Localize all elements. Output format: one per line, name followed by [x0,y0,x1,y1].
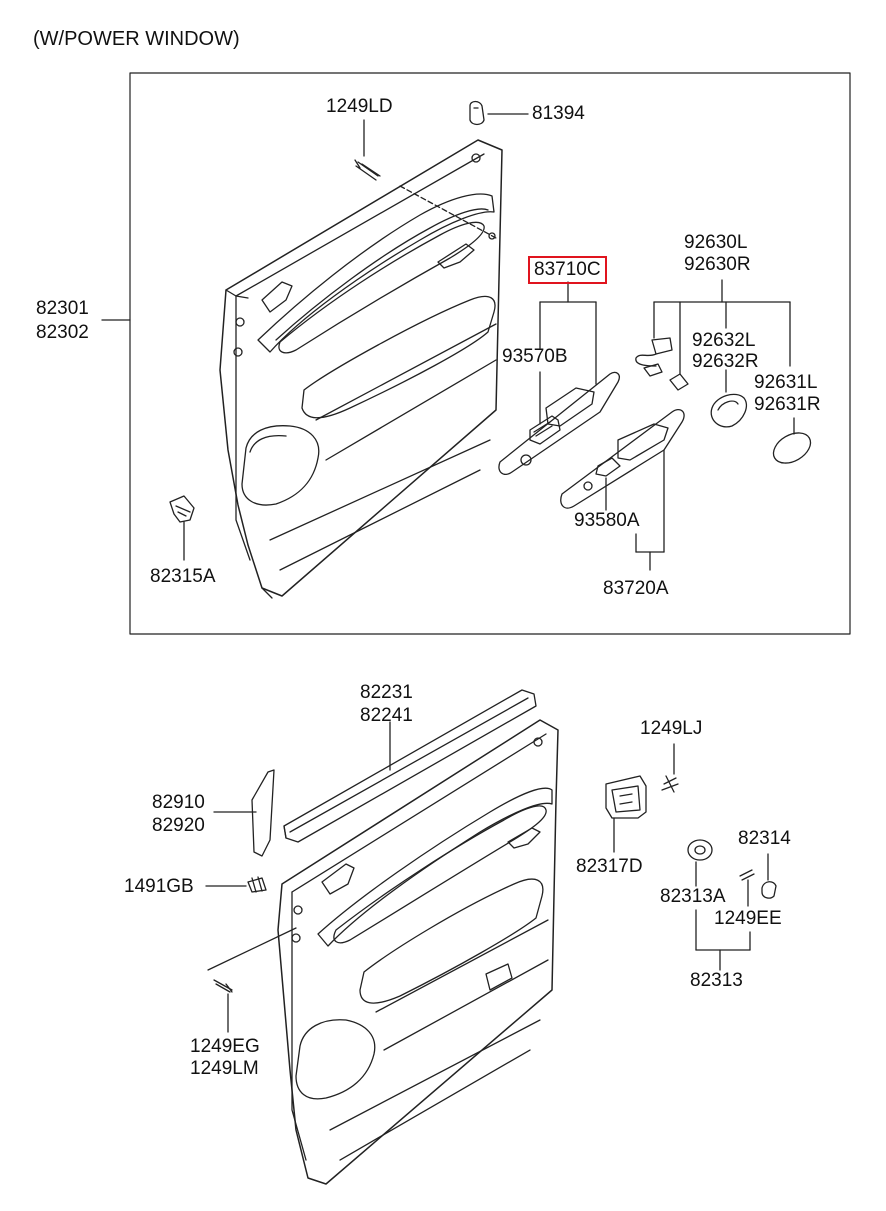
label-1249EE: 1249EE [714,908,782,929]
label-1491GB: 1491GB [124,876,194,897]
switch-bezel-93580A [560,408,685,571]
screw-1249EG [207,927,297,1033]
wire-harness-92630 [635,337,689,391]
label-92631L: 92631L [754,372,818,393]
label-93580A: 93580A [574,510,640,531]
bracket-83710C [539,281,597,425]
label-82920: 82920 [152,815,205,836]
bracket-82317D [605,775,647,853]
diagram-title: (W/POWER WINDOW) [33,28,240,50]
label-92632R: 92632R [692,351,759,372]
door-trim-panel-upper [219,139,503,599]
upper-section-frame [129,72,851,635]
switch-bezel-93570B [498,371,620,476]
lens-92631 [772,417,812,464]
label-83710C: 83710C [528,256,607,284]
weatherstrip-82231 [283,689,537,843]
label-82302: 82302 [36,322,89,343]
label-92630R: 92630R [684,254,751,275]
cap-82314 [761,853,777,899]
label-93570B: 93570B [502,346,568,367]
screw-1249EE [739,869,755,907]
label-1249EG: 1249EG [190,1036,260,1057]
clip-81394 [469,100,529,126]
door-trim-panel-lower [277,719,559,1185]
label-82315A: 82315A [150,566,216,587]
screw-1249LJ [661,743,679,793]
label-1249LM: 1249LM [190,1058,259,1079]
bracket-92630 [653,279,791,375]
label-1249LJ: 1249LJ [640,718,703,739]
bracket-82313 [695,909,751,971]
label-82313: 82313 [690,970,743,991]
label-82314: 82314 [738,828,791,849]
clip-1491GB [205,876,267,893]
grommet-82313A [687,839,713,887]
label-82241: 82241 [360,705,413,726]
label-82301: 82301 [36,298,89,319]
label-82317D: 82317D [576,856,643,877]
label-82313A: 82313A [660,886,726,907]
garnish-82910 [213,769,275,857]
label-82910: 82910 [152,792,205,813]
label-82231: 82231 [360,682,413,703]
screw-1249LD [354,119,381,181]
label-1249LD: 1249LD [326,96,393,117]
label-83720A: 83720A [603,578,669,599]
fastener-82315A [169,495,195,561]
label-92631R: 92631R [754,394,821,415]
label-92632L: 92632L [692,330,756,351]
label-81394: 81394 [532,103,585,124]
label-92630L: 92630L [684,232,748,253]
lamp-92632 [710,369,747,428]
